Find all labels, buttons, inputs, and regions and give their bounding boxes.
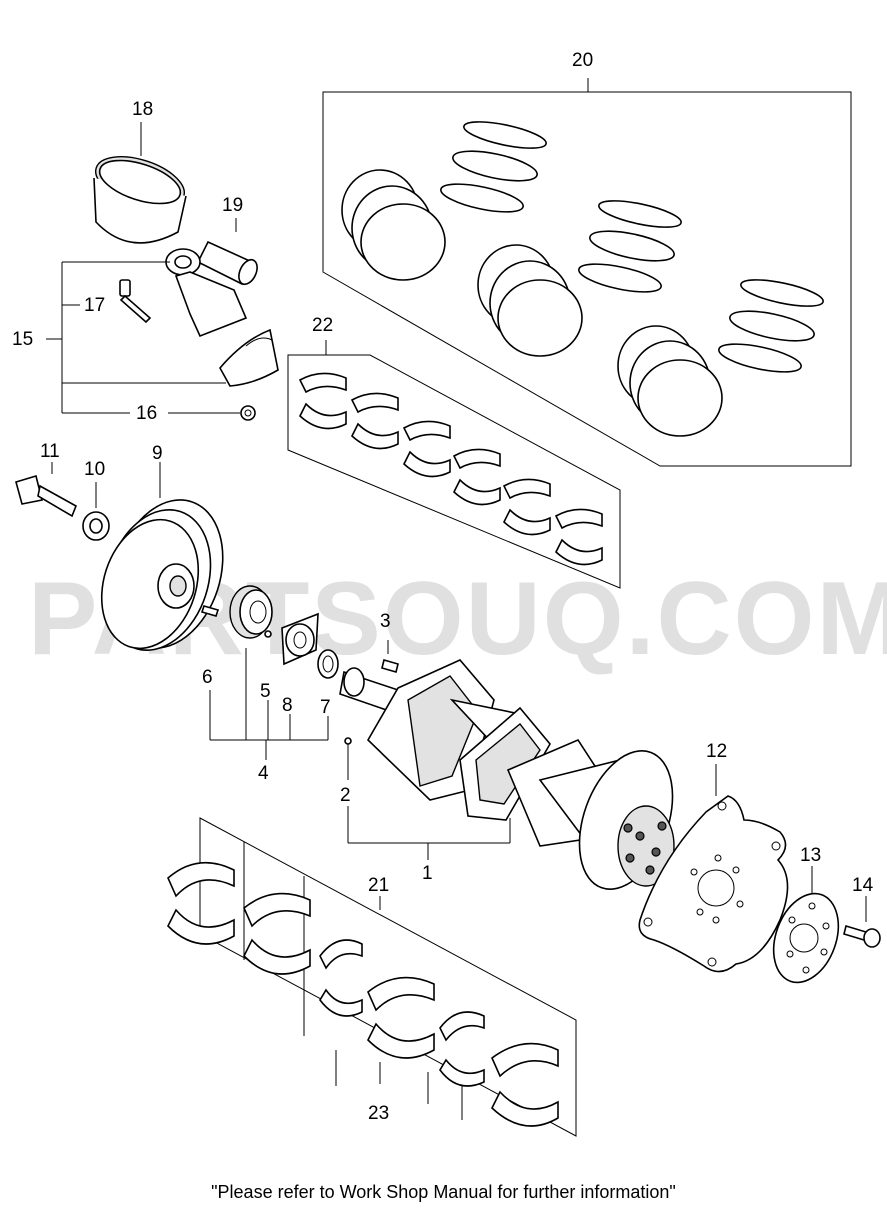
callout-2[interactable]: 2 [340,785,351,806]
callout-23[interactable]: 23 [368,1103,390,1124]
piston [93,122,187,244]
callout-14[interactable]: 14 [852,875,874,896]
woodruff-key-6 [200,605,220,617]
rod-nut [240,405,256,421]
spacer-ring [317,649,339,679]
crank-sprocket [229,585,273,639]
callout-10[interactable]: 10 [84,459,106,480]
callout-12[interactable]: 12 [706,741,728,762]
main-bearing-frame [199,817,577,1137]
callout-1[interactable]: 1 [422,863,433,884]
callout-9[interactable]: 9 [152,443,163,464]
oil-pump-drive [281,612,319,666]
rod-bearing-shells [298,372,603,566]
callout-4[interactable]: 4 [258,763,269,784]
adapter-plate [772,866,840,984]
callout-22[interactable]: 22 [312,315,334,336]
woodruff-key-5 [264,630,272,638]
callout-13[interactable]: 13 [800,845,822,866]
callout-7[interactable]: 7 [320,697,331,718]
piston-ring-set-frame [322,78,852,467]
main-bearing-shells [167,861,559,1127]
callout-18[interactable]: 18 [132,99,154,120]
callout-20[interactable]: 20 [572,50,594,71]
damper-pulley [100,462,224,651]
callout-19[interactable]: 19 [222,195,244,216]
callout-6[interactable]: 6 [202,667,213,688]
callout-17[interactable]: 17 [84,295,106,316]
callout-16[interactable]: 16 [136,403,158,424]
callout-21[interactable]: 21 [368,875,390,896]
flexplate-bolt [843,896,881,948]
rod-assembly-bracket [46,261,240,414]
footer-note: "Please refer to Work Shop Manual for fu… [211,1182,676,1202]
callout-11[interactable]: 11 [40,441,60,462]
piston-ring-set [341,121,824,437]
flex-plate [638,764,789,973]
piston-pin [196,218,258,286]
rod-bolt [119,279,152,324]
crank-bolt [15,462,78,518]
crank-washer [82,482,110,541]
callout-8[interactable]: 8 [282,695,293,716]
rod-bearing-frame [287,340,621,589]
timing-group-bracket [209,648,329,760]
crankshaft [339,640,675,890]
callout-5[interactable]: 5 [260,681,271,702]
connecting-rod [165,248,279,387]
callout-15[interactable]: 15 [12,329,34,350]
callout-3[interactable]: 3 [380,611,391,632]
